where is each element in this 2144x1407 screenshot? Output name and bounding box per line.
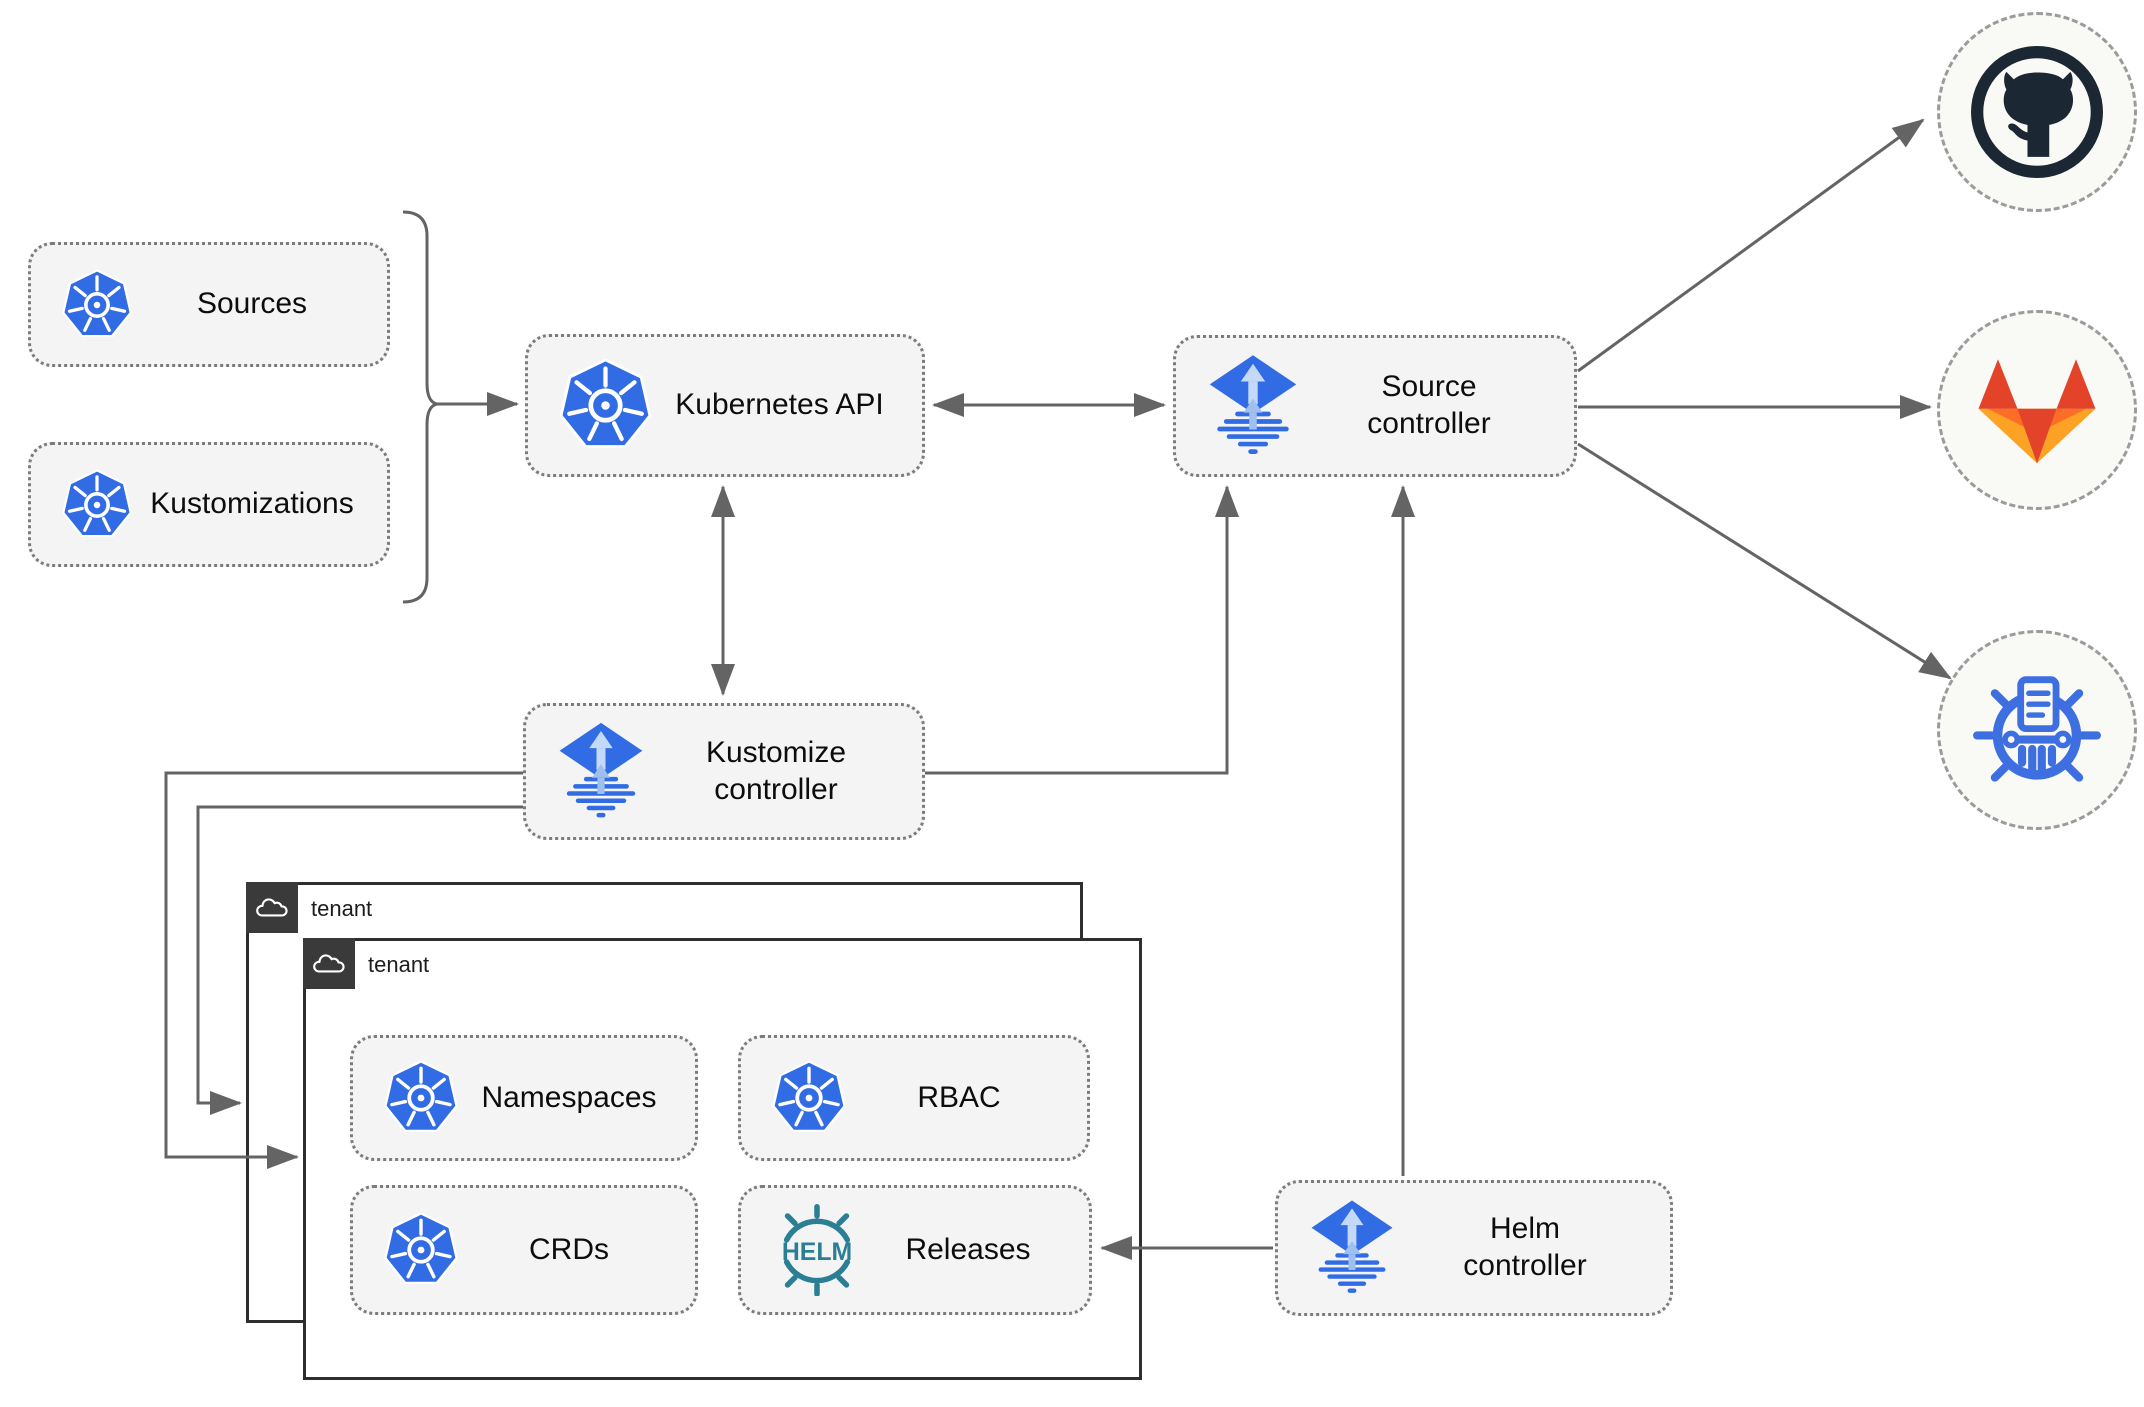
cloud-icon (303, 938, 355, 989)
kubernetes-icon (771, 1060, 847, 1136)
releases-label: Releases (905, 1232, 1031, 1266)
helm-icon: HELM (771, 1204, 863, 1296)
kubernetes-icon (61, 469, 133, 541)
wire-sources-brace (402, 210, 438, 604)
gitlab-provider (1937, 310, 2137, 510)
gitlab-icon (1978, 359, 2096, 464)
kustomizations-label: Kustomizations (150, 487, 354, 521)
outer-tenant-label: tenant (311, 896, 373, 921)
sources-label: Sources (196, 287, 308, 321)
helm-chart-repository-provider (1937, 630, 2137, 830)
helm-controller-line1: Helm (1489, 1212, 1560, 1246)
cloud-icon (246, 882, 298, 933)
kustomizations-node: Kustomizations (28, 442, 390, 567)
namespaces-label: Namespaces (481, 1080, 657, 1114)
kubernetes-icon (383, 1060, 459, 1136)
releases-node: HELM Releases (738, 1185, 1092, 1315)
sources-node: Sources (28, 242, 390, 367)
github-icon (1971, 46, 2103, 178)
kustomize-controller-line2: controller (714, 772, 838, 806)
kubernetes-api-label: Kubernetes API (675, 388, 884, 422)
namespaces-node: Namespaces (350, 1035, 698, 1161)
wire-kustomize-to-source-controller (925, 485, 1239, 775)
kubernetes-icon (61, 269, 133, 341)
chart-repository-icon (1973, 676, 2101, 782)
source-controller-line1: Source (1381, 370, 1477, 404)
source-controller-line2: controller (1367, 407, 1491, 440)
kubernetes-icon (383, 1212, 459, 1288)
rbac-label: RBAC (917, 1080, 1001, 1114)
helm-wordmark: HELM (782, 1239, 852, 1266)
kubernetes-icon (558, 358, 653, 453)
wire-source-to-chart-repository (1577, 442, 1952, 680)
kustomize-controller-line1: Kustomize (705, 735, 847, 769)
wire-source-to-github (1577, 118, 1925, 373)
flux-icon (1308, 1192, 1396, 1304)
github-provider (1937, 12, 2137, 212)
inner-tenant-label: tenant (368, 952, 430, 977)
rbac-node: RBAC (738, 1035, 1090, 1161)
helm-controller-line2: controller (1463, 1249, 1587, 1282)
crds-node: CRDs (350, 1185, 698, 1315)
flux-icon (556, 714, 646, 829)
kubernetes-api-node: Kubernetes API (525, 334, 925, 477)
flux-icon (1206, 346, 1300, 466)
crds-label: CRDs (529, 1232, 609, 1266)
